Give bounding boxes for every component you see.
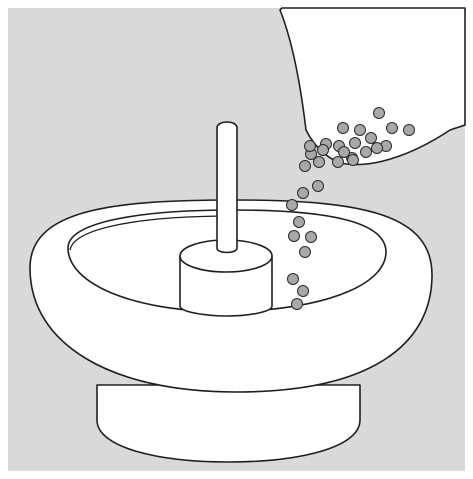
container-base bbox=[97, 385, 360, 462]
bead bbox=[350, 138, 361, 149]
bead bbox=[372, 143, 383, 154]
bead bbox=[300, 247, 311, 258]
bead bbox=[374, 108, 385, 119]
bead bbox=[387, 123, 398, 134]
bead bbox=[314, 157, 325, 168]
bead bbox=[339, 147, 350, 158]
bead bbox=[313, 181, 324, 192]
bead bbox=[298, 286, 309, 297]
bead bbox=[306, 232, 317, 243]
bead bbox=[318, 145, 329, 156]
spindle-rod bbox=[217, 122, 237, 253]
bead bbox=[348, 155, 359, 166]
bead bbox=[294, 217, 305, 228]
bead bbox=[292, 299, 303, 310]
bead bbox=[361, 147, 372, 158]
bead bbox=[333, 157, 344, 168]
bead bbox=[298, 188, 309, 199]
bead bbox=[287, 200, 298, 211]
bead bbox=[366, 133, 377, 144]
bead bbox=[338, 123, 349, 134]
bead bbox=[404, 125, 415, 136]
bead bbox=[288, 274, 299, 285]
bead bbox=[289, 231, 300, 242]
bead bbox=[355, 125, 366, 136]
bead bbox=[300, 161, 311, 172]
bead bbox=[305, 141, 316, 152]
spindle bbox=[217, 122, 237, 253]
